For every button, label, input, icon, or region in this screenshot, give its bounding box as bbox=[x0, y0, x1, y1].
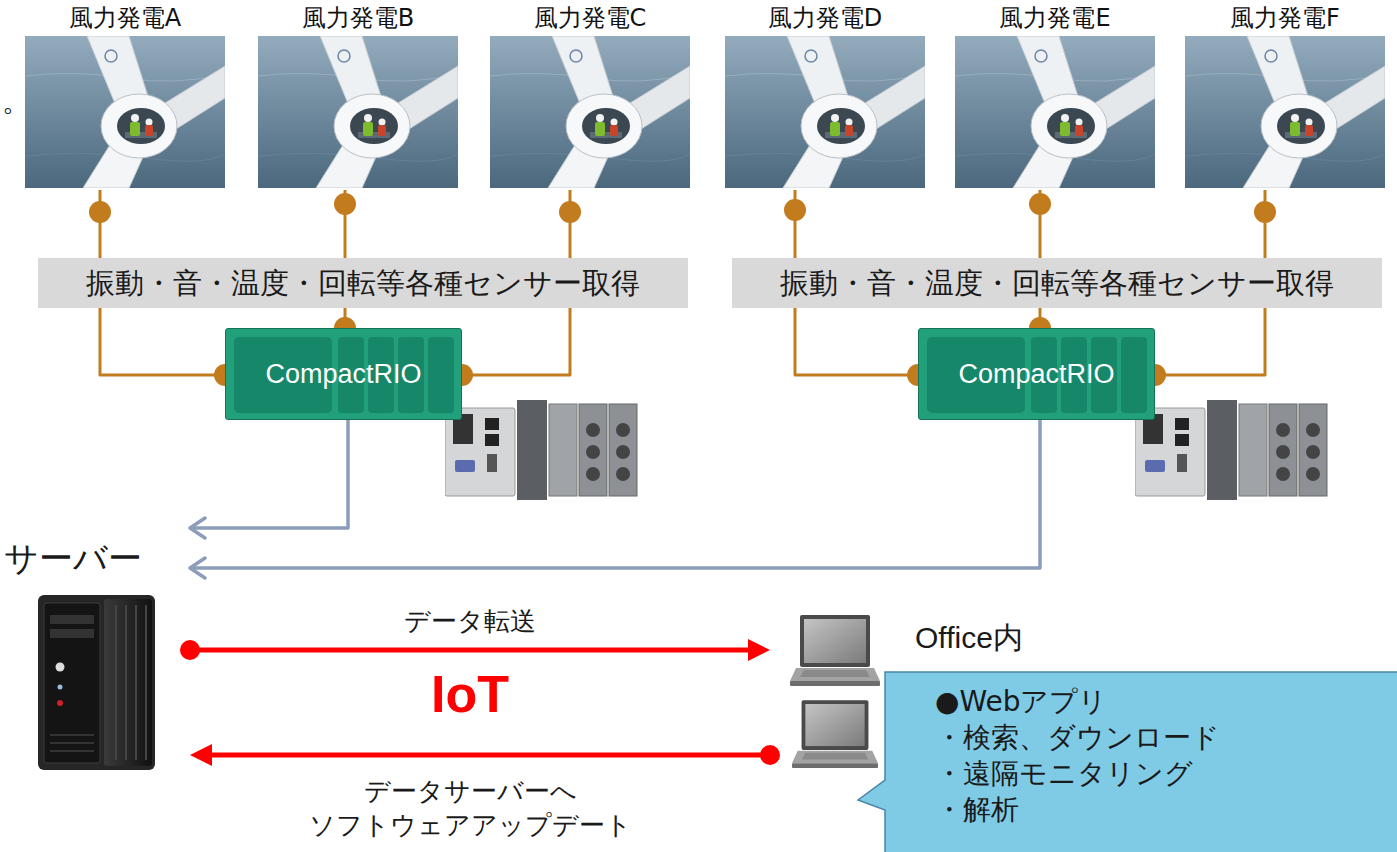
band-node: 振動・音・温度・回転等各種センサー取得 bbox=[732, 258, 1382, 308]
module-slots bbox=[927, 337, 1147, 413]
connector-dot bbox=[559, 201, 581, 223]
photo-text: 風力発電F bbox=[1230, 2, 1340, 34]
photo-text: 風力発電C bbox=[534, 2, 647, 34]
iot-heading: IoT bbox=[370, 664, 570, 724]
office-text: Office内 bbox=[915, 620, 1023, 656]
connector-dot bbox=[784, 199, 806, 221]
photo-text: 風力発電E bbox=[999, 2, 1110, 34]
server-tower bbox=[38, 595, 155, 770]
turbine-photo bbox=[955, 36, 1155, 188]
compactrio-hardware bbox=[445, 400, 637, 500]
crio-node: CompactRIO bbox=[918, 328, 1155, 420]
module-slots bbox=[234, 337, 454, 413]
laptop-icon bbox=[792, 700, 878, 768]
turbine-photo bbox=[25, 36, 225, 188]
turbine-photo bbox=[258, 36, 458, 188]
edge-label: データ転送 bbox=[320, 604, 620, 638]
photo-node: 風力発電A bbox=[25, 2, 225, 190]
callout-node: ●Webアプリ・検索、ダウンロード・遠隔モニタリング・解析 bbox=[855, 672, 1397, 852]
label-box: 。 bbox=[2, 86, 32, 118]
turbine-photo bbox=[490, 36, 690, 188]
photo-node: 風力発電E bbox=[955, 2, 1155, 190]
edge-label-box: データ転送 bbox=[320, 604, 620, 638]
callout-text: ・解析 bbox=[935, 792, 1019, 828]
turbine-photo bbox=[725, 36, 925, 188]
callout-text: ・検索、ダウンロード bbox=[935, 720, 1220, 756]
photo-node: 風力発電B bbox=[258, 2, 458, 190]
connector-dot bbox=[334, 193, 356, 215]
laptop-icon bbox=[790, 615, 880, 686]
label-box: IoT bbox=[370, 664, 570, 724]
connector-dot bbox=[1029, 193, 1051, 215]
callout-text: ●Webアプリ bbox=[935, 684, 1107, 720]
connector bbox=[190, 420, 1040, 568]
speech-bubble bbox=[858, 672, 1397, 852]
connector bbox=[190, 648, 760, 653]
photo-node: 風力発電D bbox=[725, 2, 925, 190]
band-node: 振動・音・温度・回転等各種センサー取得 bbox=[38, 258, 688, 308]
crio-node: CompactRIO bbox=[225, 328, 462, 420]
connector bbox=[200, 753, 770, 758]
connector bbox=[190, 420, 348, 528]
photo-text: 風力発電B bbox=[302, 2, 414, 34]
edge-label: データサーバーへ ソフトウェアアップデート bbox=[290, 774, 650, 842]
edge-label-box: データサーバーへ ソフトウェアアップデート bbox=[290, 774, 650, 842]
compactrio-hardware bbox=[1135, 400, 1327, 500]
cut-off-text: 。 bbox=[2, 86, 32, 118]
photo-node: 風力発電C bbox=[490, 2, 690, 190]
turbine-photo bbox=[1185, 36, 1385, 188]
photo-node: 風力発電F bbox=[1185, 2, 1385, 190]
crio-text: CompactRIO bbox=[958, 358, 1114, 390]
connector-dot bbox=[89, 201, 111, 223]
connector-dot bbox=[180, 640, 200, 660]
connector-dot bbox=[1254, 201, 1276, 223]
server-text: サーバー bbox=[4, 538, 142, 578]
server-node: サーバー bbox=[4, 512, 190, 774]
crio-text: CompactRIO bbox=[265, 358, 421, 390]
band-text: 振動・音・温度・回転等各種センサー取得 bbox=[86, 265, 640, 301]
photo-text: 風力発電A bbox=[69, 2, 181, 34]
callout-text: ・遠隔モニタリング bbox=[935, 756, 1193, 792]
connector-dot bbox=[760, 745, 780, 765]
band-text: 振動・音・温度・回転等各種センサー取得 bbox=[780, 265, 1334, 301]
photo-text: 風力発電D bbox=[768, 2, 882, 34]
